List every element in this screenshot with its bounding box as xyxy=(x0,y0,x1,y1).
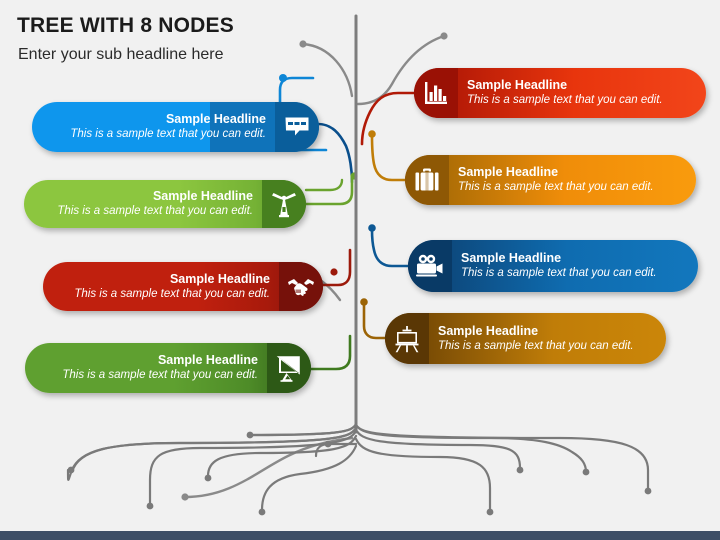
node-body-text: This is a sample text that you can edit. xyxy=(70,128,266,140)
node-card-text: Sample Headline This is a sample text th… xyxy=(24,189,262,219)
node-card-text: Sample Headline This is a sample text th… xyxy=(32,112,275,142)
roots xyxy=(66,422,652,516)
node-card-briefcase[interactable]: Sample Headline This is a sample text th… xyxy=(405,155,696,205)
briefcase-icon xyxy=(405,155,449,205)
movie-camera-icon xyxy=(408,240,452,292)
branch-satellite xyxy=(309,334,352,371)
branch-easel xyxy=(362,302,387,340)
node-card-text: Sample Headline This is a sample text th… xyxy=(25,353,267,383)
node-headline: Sample Headline xyxy=(461,251,562,265)
branch-handshake-tip xyxy=(330,268,338,276)
node-card-handshake[interactable]: Sample Headline This is a sample text th… xyxy=(43,262,323,311)
node-body-text: This is a sample text that you can edit. xyxy=(74,287,270,300)
node-card-chat[interactable]: Sample Headline This is a sample text th… xyxy=(32,102,319,152)
node-body-text: This is a sample text that you can edit. xyxy=(57,205,253,217)
node-headline: Sample Headline xyxy=(467,78,568,92)
chat-bubble-icon xyxy=(275,102,319,152)
branch-handshake xyxy=(321,248,352,287)
branch-briefcase-tip xyxy=(368,130,376,138)
handshake-icon xyxy=(279,262,323,311)
node-body-text: This is a sample text that you can edit. xyxy=(461,267,657,279)
node-card-text: Sample Headline This is a sample text th… xyxy=(452,251,698,281)
page-title: TREE WITH 8 NODES xyxy=(17,14,234,37)
easel-icon xyxy=(385,313,429,364)
branch-briefcase xyxy=(370,134,407,182)
footer-bar xyxy=(0,531,720,540)
node-body-text: This is a sample text that you can edit. xyxy=(62,369,258,381)
node-headline: Sample Headline xyxy=(157,353,258,367)
node-card-text: Sample Headline This is a sample text th… xyxy=(449,165,696,195)
node-headline: Sample Headline xyxy=(165,112,266,126)
satellite-dish-icon xyxy=(267,343,311,393)
node-card-camera[interactable]: Sample Headline This is a sample text th… xyxy=(408,240,698,292)
node-card-windmill[interactable]: Sample Headline This is a sample text th… xyxy=(24,180,306,228)
node-headline: Sample Headline xyxy=(438,323,539,338)
windmill-icon xyxy=(262,180,306,228)
node-card-satellite[interactable]: Sample Headline This is a sample text th… xyxy=(25,343,311,393)
node-card-text: Sample Headline This is a sample text th… xyxy=(43,272,279,302)
node-body-text: This is a sample text that you can edit. xyxy=(438,339,634,352)
branch-chart xyxy=(360,91,416,146)
branch-windmill xyxy=(304,174,354,206)
bar-chart-icon xyxy=(414,68,458,118)
decor-branches xyxy=(181,14,448,501)
branch-chat-trunk xyxy=(316,122,354,184)
node-card-chart[interactable]: Sample Headline This is a sample text th… xyxy=(414,68,706,118)
node-headline: Sample Headline xyxy=(152,189,253,203)
node-headline: Sample Headline xyxy=(169,271,270,286)
branch-camera-tip xyxy=(368,224,376,232)
page-subtitle: Enter your sub headline here xyxy=(18,46,224,63)
node-headline: Sample Headline xyxy=(458,165,559,179)
node-card-text: Sample Headline This is a sample text th… xyxy=(458,78,706,108)
node-card-text: Sample Headline This is a sample text th… xyxy=(429,324,666,354)
node-body-text: This is a sample text that you can edit. xyxy=(458,181,654,193)
branch-windmill-2 xyxy=(304,178,344,192)
branch-camera xyxy=(370,228,410,268)
branch-easel-tip xyxy=(360,298,368,306)
branch-chat-tip xyxy=(279,74,287,82)
node-card-easel[interactable]: Sample Headline This is a sample text th… xyxy=(385,313,666,364)
node-body-text: This is a sample text that you can edit. xyxy=(467,94,663,106)
